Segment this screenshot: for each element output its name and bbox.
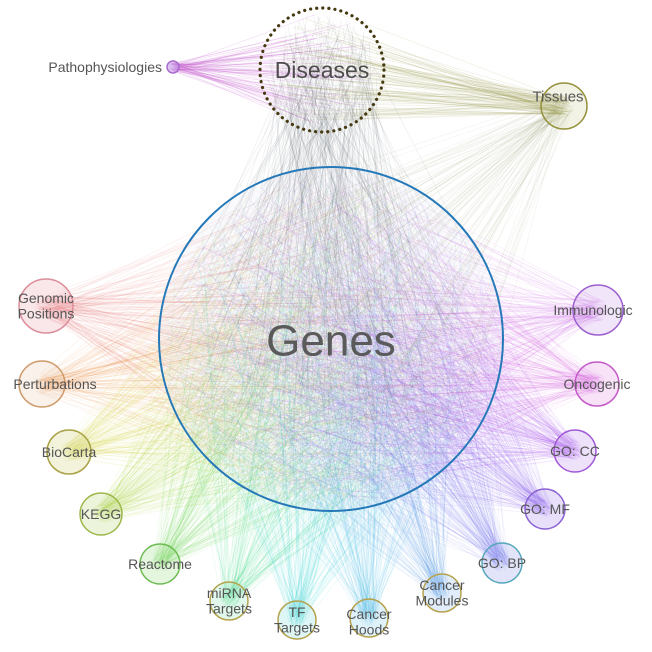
genes-node[interactable] <box>158 166 504 512</box>
edge-bundle-go_mf-genes <box>182 178 555 518</box>
edge-bundle-reactome-genes <box>151 180 495 573</box>
oncogenic-node[interactable] <box>574 361 620 407</box>
edge-bundle-kegg-genes <box>91 178 474 524</box>
biocarta-label: BioCarta <box>42 444 97 460</box>
edge-bundle-tf_targets-genes <box>166 189 488 629</box>
go_mf-label: GO: MF <box>520 501 570 517</box>
edge-bundle-biocarta-genes <box>59 175 493 500</box>
reactome-label: Reactome <box>128 556 192 572</box>
immunologic-label: Immunologic <box>553 302 632 318</box>
kegg-node[interactable] <box>79 492 123 536</box>
cancer_hoods-node[interactable] <box>349 598 389 638</box>
reactome-node[interactable] <box>139 543 181 585</box>
go_cc-label: GO: CC <box>550 443 600 459</box>
go_mf-node[interactable] <box>524 488 566 530</box>
mirna_targets-node[interactable] <box>209 581 249 621</box>
node-labels: Genes Diseases PathophysiologiesTissuesGen… <box>13 57 632 638</box>
edge-bundle-perturbations-genes <box>32 176 497 501</box>
pathophysiologies-node[interactable] <box>166 60 180 74</box>
edge-bundle-cancer_hoods-genes <box>175 175 479 627</box>
edge-bundle-mirna_targets-genes <box>179 174 489 610</box>
tissues-label: Tissues <box>532 88 583 105</box>
diseases-label: Diseases <box>275 57 370 83</box>
edge-bundles <box>32 12 609 629</box>
edge-bundle-immunologic-genes <box>166 175 609 504</box>
go_bp-label: GO: BP <box>478 555 526 571</box>
go_bp-node[interactable] <box>481 542 523 584</box>
edge-bundle-genomic_positions-genes <box>34 183 469 507</box>
edge-bundle-tissues-diseases <box>264 12 573 122</box>
diseases-node[interactable] <box>258 6 386 134</box>
edge-bundle-diseases-genes <box>174 14 493 492</box>
edge-bundle-pathophysiologies-diseases <box>168 14 381 125</box>
edge-bundle-go_bp-genes <box>167 180 512 572</box>
genomic_positions-node[interactable] <box>18 278 74 334</box>
kegg-label: KEGG <box>81 506 121 522</box>
edge-bundle-oncogenic-genes <box>164 178 607 498</box>
oncogenic-label: Oncogenic <box>564 376 631 392</box>
nodes <box>18 6 624 640</box>
tissues-node[interactable] <box>540 82 588 130</box>
perturbations-node[interactable] <box>18 360 66 408</box>
edge-bundle-tissues-genes <box>186 95 574 499</box>
immunologic-node[interactable] <box>572 284 624 336</box>
genes-label: Genes <box>266 316 396 365</box>
perturbations-label: Perturbations <box>13 376 96 392</box>
tf_targets-node[interactable] <box>277 600 317 640</box>
go_cc-node[interactable] <box>553 429 597 473</box>
cancer_modules-node[interactable] <box>422 573 462 613</box>
edge-bundle-go_cc-genes <box>167 180 585 493</box>
pathophysiologies-label: Pathophysiologies <box>48 59 162 75</box>
biocarta-node[interactable] <box>46 429 92 475</box>
